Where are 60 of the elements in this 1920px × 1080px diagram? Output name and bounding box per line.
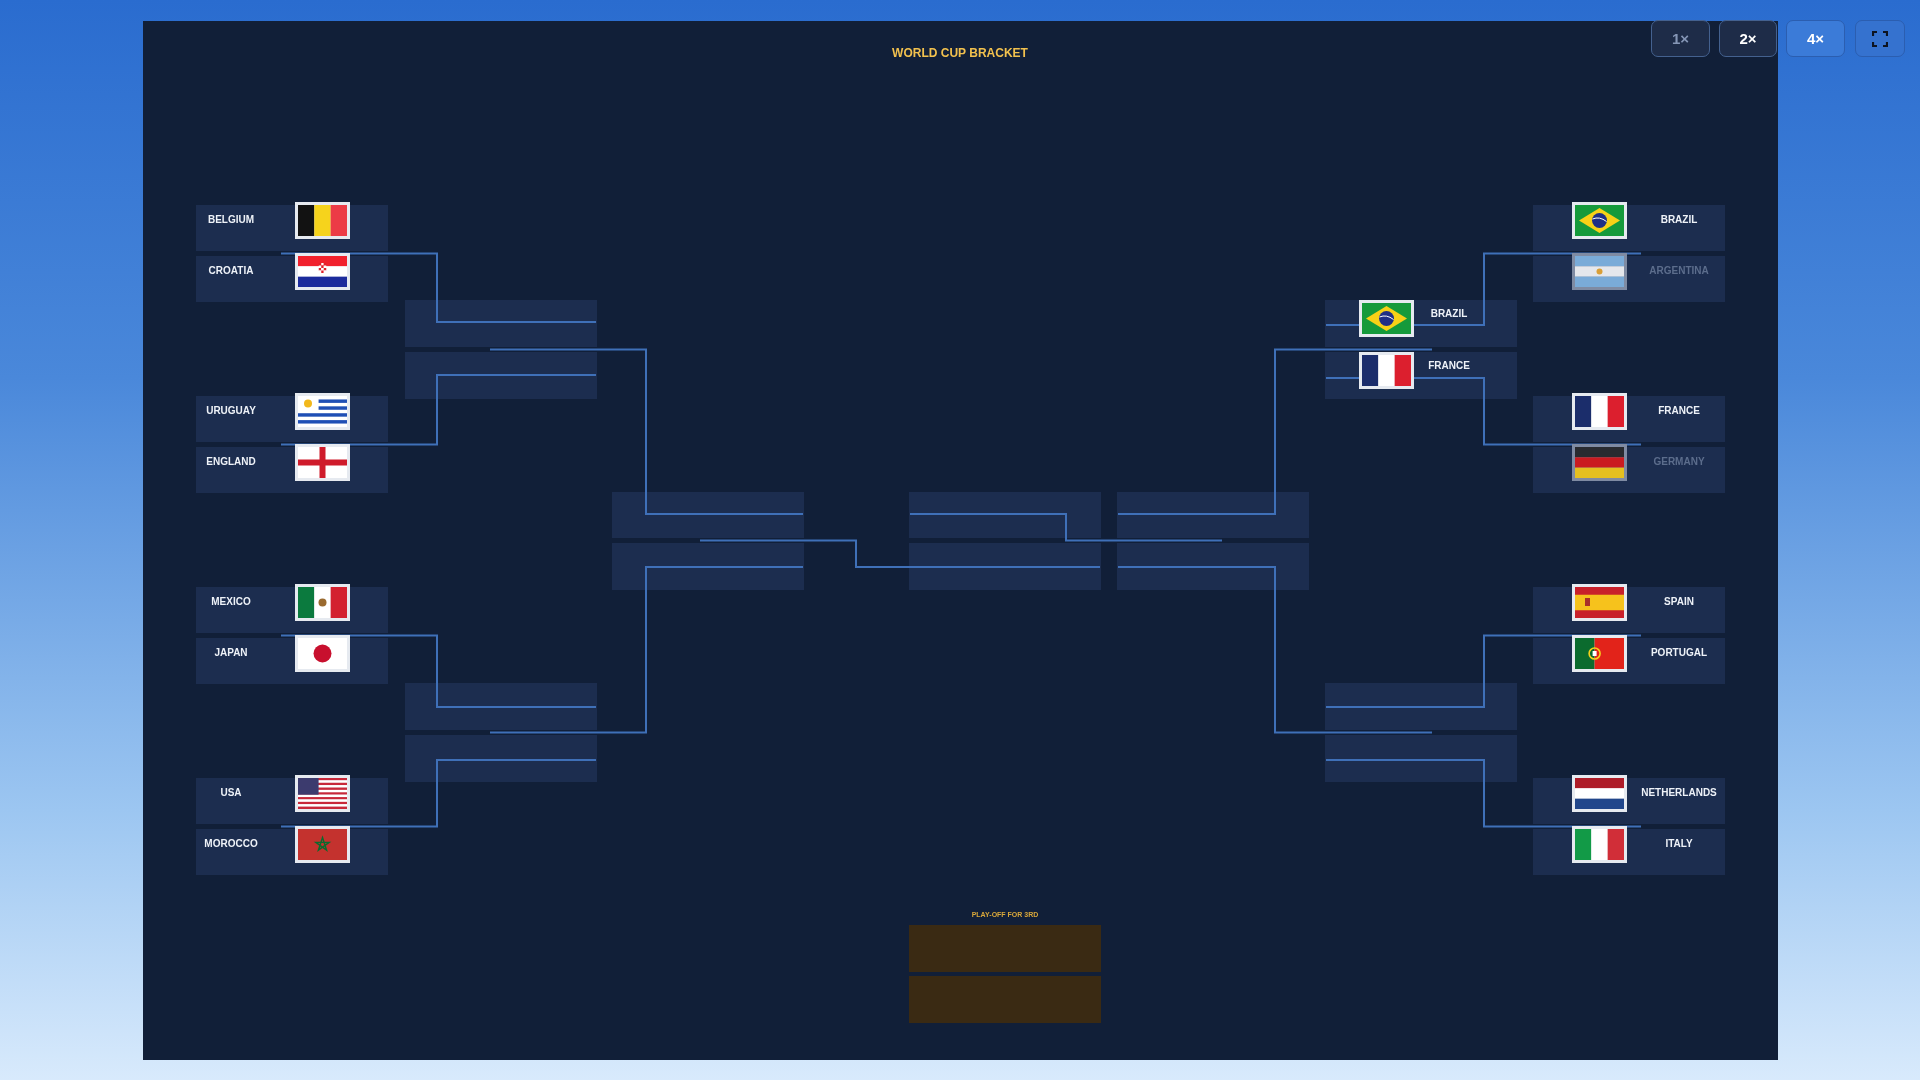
team-panel: [1533, 447, 1725, 493]
bracket-slot: [405, 352, 597, 399]
team-panel: [1533, 587, 1725, 633]
bracket-line: [489, 566, 804, 734]
team-panel: [196, 396, 388, 442]
team-name: ARGENTINA: [1649, 265, 1709, 277]
bracket-line: [699, 539, 1101, 568]
team-panel: [1533, 256, 1725, 302]
team-name: JAPAN: [214, 647, 248, 659]
team-name: BELGIUM: [207, 214, 255, 226]
team-name: ITALY: [1665, 838, 1693, 850]
team-panel: [1533, 638, 1725, 684]
team-panel: [196, 587, 388, 633]
title: WORLD CUP BRACKET: [892, 46, 1028, 60]
team-name: ENGLAND: [206, 456, 256, 468]
bracket-line: [1117, 566, 1433, 734]
team-panel: [1533, 205, 1725, 251]
team-panel: [1533, 396, 1725, 442]
team-panel: [1533, 829, 1725, 875]
bracket-slot: [909, 492, 1101, 538]
team-panel: [196, 447, 388, 493]
team-panel: [196, 205, 388, 251]
team-panel: [1325, 300, 1517, 347]
bracket-slot: [612, 492, 804, 538]
team-name: URUGUAY: [206, 405, 256, 417]
team-panel: [1533, 778, 1725, 824]
team-name: NETHERLANDS: [1641, 787, 1717, 799]
team-name: MEXICO: [211, 596, 251, 608]
zoom-button: 2×: [1719, 20, 1777, 57]
bracket-line: [1117, 348, 1433, 515]
team-panel: [196, 256, 388, 302]
bracket-slot: [909, 543, 1101, 590]
bracket-slot: [612, 543, 804, 590]
team-name: CROATIA: [208, 265, 254, 277]
bracket-slot: [1117, 492, 1309, 538]
bracket-slot: [1117, 543, 1309, 590]
playoff-slot: [909, 976, 1101, 1023]
zoom-button: 4×: [1786, 20, 1845, 57]
team-panel: [196, 778, 388, 824]
bracket-slot: [405, 683, 597, 730]
team-panel: [1325, 352, 1517, 399]
team-name: BRAZIL: [1430, 308, 1468, 320]
team-name: MOROCCO: [204, 838, 258, 850]
bracket-line: [489, 348, 804, 515]
bracket-slot: [1325, 735, 1517, 782]
team-name: PORTUGAL: [1650, 647, 1708, 659]
playoff-slot: [909, 925, 1101, 972]
team-name: SPAIN: [1664, 596, 1694, 608]
team-panel: [196, 638, 388, 684]
team-name: FRANCE: [1658, 405, 1700, 417]
team-name: GERMANY: [1653, 456, 1705, 468]
team-panel: [196, 829, 388, 875]
bracket-slot: [1325, 683, 1517, 730]
bracket-slot: [405, 735, 597, 782]
bracket-line: [909, 513, 1223, 542]
team-name: USA: [220, 787, 242, 799]
team-name: FRANCE: [1428, 360, 1470, 372]
team-name: BRAZIL: [1660, 214, 1698, 226]
bracket-slot: [405, 300, 597, 347]
zoom-button: 1×: [1651, 20, 1710, 57]
